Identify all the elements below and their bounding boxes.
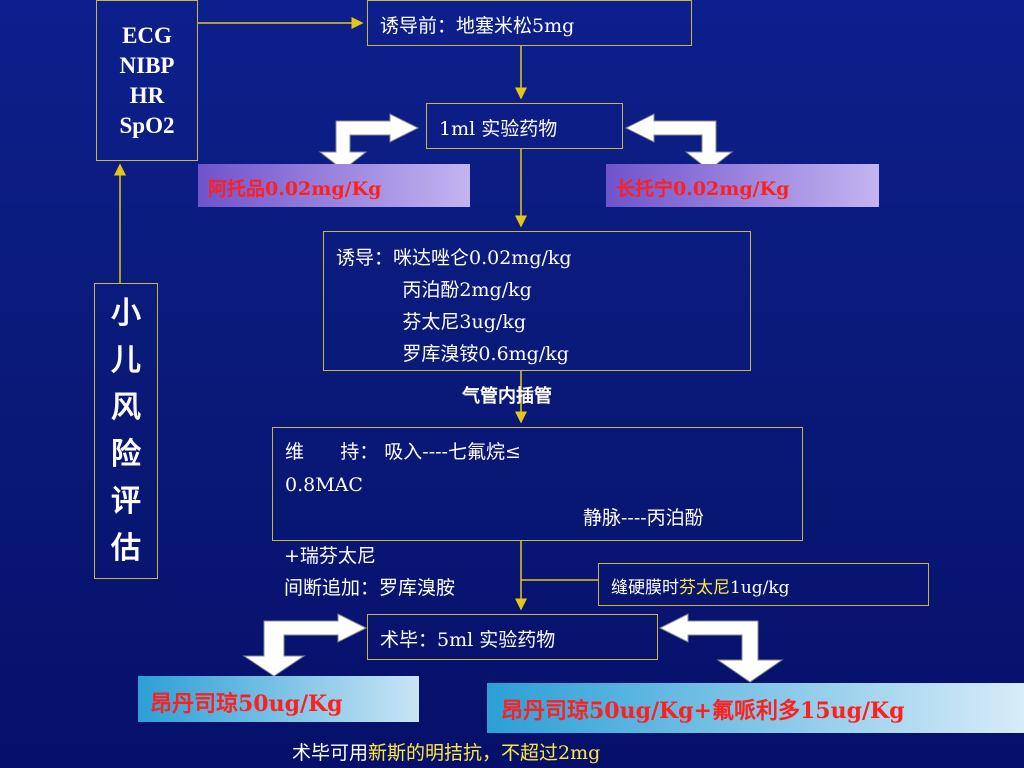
induction-line: 丙泊酚2mg/kg [336, 279, 532, 301]
maintenance-box: 维 持： 吸入----七氟烷≤ 0.8MAC 静脉----丙泊酚 [272, 427, 803, 541]
white-arrow-right-top [624, 113, 734, 171]
risk-char: 小 [111, 296, 141, 331]
maintenance-line: +瑞芬太尼 [284, 545, 376, 567]
footnote: 术毕可用新斯的明拮抗，不超过2mg [292, 738, 600, 765]
risk-char: 风 [111, 390, 141, 425]
induction-box: 诱导：咪达唑仑0.02mg/kg 丙泊酚2mg/kg 芬太尼3ug/kg 罗库溴… [323, 231, 751, 371]
white-arrow-left-bottom [242, 613, 368, 677]
maintenance-line: 间断追加：罗库溴胺 [284, 577, 456, 599]
intubation-label: 气管内插管 [462, 386, 552, 406]
footnote-highlight: 新斯的明拮抗，不超过2mg [368, 742, 601, 764]
monitoring-hr: HR [129, 82, 165, 108]
epidural-box: 缝硬膜时芬太尼1ug/kg [598, 563, 929, 606]
risk-assessment-box: 小 儿 风 险 评 估 [94, 283, 158, 579]
monitoring-ecg: ECG [122, 22, 172, 48]
maintenance-line: 静脉----丙泊酚 [583, 507, 704, 529]
post-op-box: 术毕：5ml 实验药物 [367, 614, 658, 660]
risk-char: 险 [111, 437, 141, 472]
footnote-prefix: 术毕可用 [292, 742, 369, 764]
induction-line: 罗库溴铵0.6mg/kg [336, 343, 569, 365]
antiemetic-right-label: 昂丹司琼50ug/Kg+氟哌利多15ug/Kg [487, 683, 1024, 733]
experimental-drug-box: 1ml 实验药物 [426, 103, 623, 149]
pre-induction-box: 诱导前：地塞米松5mg [367, 0, 692, 46]
monitoring-box: ECG NIBP HR SpO2 [96, 0, 198, 161]
monitoring-spo2: SpO2 [119, 112, 175, 138]
white-arrow-left-top [318, 113, 420, 171]
epidural-drug: 芬太尼 [679, 578, 730, 598]
maintenance-line: 维 持： 吸入----七氟烷≤ [285, 441, 521, 463]
maintenance-overflow: +瑞芬太尼 间断追加：罗库溴胺 [284, 540, 455, 604]
risk-char: 评 [111, 484, 141, 519]
maintenance-line: 0.8MAC [285, 474, 363, 496]
antiemetic-left-label: 昂丹司琼50ug/Kg [138, 676, 419, 722]
white-arrow-right-bottom [658, 613, 784, 683]
epidural-prefix: 缝硬膜时 [611, 578, 679, 598]
induction-line: 诱导：咪达唑仑0.02mg/kg [336, 247, 572, 269]
penehyclidine-label: 长托宁0.02mg/Kg [606, 164, 879, 207]
monitoring-nibp: NIBP [119, 52, 175, 78]
risk-char: 估 [111, 531, 141, 566]
risk-char: 儿 [111, 343, 141, 378]
epidural-dose: 1ug/kg [730, 578, 790, 598]
atropine-label: 阿托品0.02mg/Kg [198, 164, 470, 207]
induction-line: 芬太尼3ug/kg [336, 311, 527, 333]
